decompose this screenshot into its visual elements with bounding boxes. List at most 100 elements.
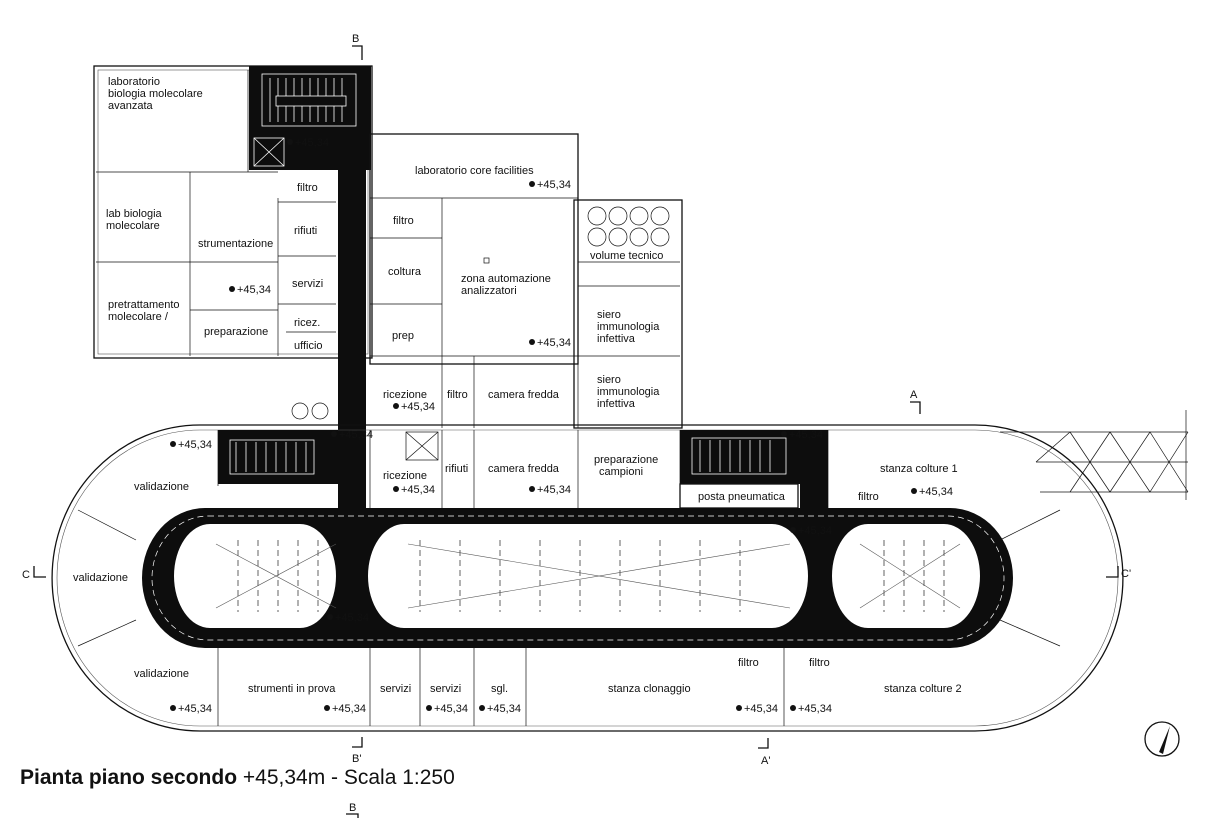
room-lab-bio-mol-avanzata: laboratorio biologia molecolare avanzata [108,76,203,112]
elevation-label: +45,34 [919,486,953,498]
bridge [1000,410,1189,500]
light-well-left [215,540,337,612]
room-strumenti-in-prova: strumenti in prova [248,683,336,695]
room-stanza-colture-1: stanza colture 1 [880,463,958,475]
room-servizi-2: servizi [380,683,411,695]
room-siero-1: siero immunologia infettiva [597,309,660,345]
svg-text:infettiva: infettiva [597,333,636,345]
elevation-label: +45,34 [789,429,823,441]
elevation-label: +45,34 [798,525,832,537]
elevation-label: +45,34 [744,703,778,715]
room-ufficio: ufficio [294,340,323,352]
svg-text:molecolare: molecolare [106,220,160,232]
elevation-label: +45,34 [537,337,571,349]
section-mark-c: C [22,566,46,581]
elevation-dot-icon [479,705,485,711]
elevation-dot-icon [529,181,535,187]
light-well-right [859,540,961,612]
elevation-dot-icon [911,488,917,494]
stair-treads-right [691,437,787,475]
room-stanza-clonaggio: stanza clonaggio [608,683,691,695]
room-pretrattamento: pretrattamento molecolare / [108,299,180,323]
room-sgl: sgl. [491,683,508,695]
room-camera-fredda-2: camera fredda [488,463,560,475]
left-wing-outline-inner [97,69,369,355]
elevation-dot-icon [327,614,333,620]
elevation-dot-icon [781,431,787,437]
room-ricezione-2: ricezione [383,470,427,482]
svg-text:B: B [349,802,356,814]
column [311,402,329,420]
caption-detail: +45,34m - Scala 1:250 [242,766,455,789]
plan-caption: Pianta piano secondo +45,34m - Scala 1:2… [20,766,455,790]
svg-text:lab biologia: lab biologia [106,208,163,220]
room-posta-pneumatica: posta pneumatica [698,491,786,503]
elevation-label: +45,34 [295,137,329,149]
room-validazione-2: validazione [73,572,128,584]
section-mark-b-bottom: B [346,802,359,818]
caption-title: Pianta piano secondo [20,766,238,789]
elevation-label: +45,34 [178,703,212,715]
light-well-center [407,540,791,612]
room-validazione-3: validazione [134,668,189,680]
svg-text:zona automazione: zona automazione [461,273,551,285]
room-rifiuti-2: rifiuti [445,463,468,475]
svg-text:A': A' [761,755,770,767]
svg-text:A: A [910,389,918,401]
room-preparazione: preparazione [204,326,268,338]
north-arrow-icon [1144,721,1180,757]
elevation-label: +45,34 [537,484,571,496]
svg-text:preparazione: preparazione [594,454,658,466]
room-ricezione-1: ricezione [383,389,427,401]
section-mark-a-prime: A' [758,738,770,767]
room-prep: prep [392,330,414,342]
elevation-dot-icon [736,705,742,711]
section-mark-a: A [910,389,921,414]
room-preparazione-campioni: preparazione campioni [594,454,658,478]
svg-text:immunologia: immunologia [597,321,660,333]
elevation-label: +45,34 [332,703,366,715]
room-lab-bio-mol: lab biologia molecolare [106,208,163,232]
svg-text:avanzata: avanzata [108,100,154,112]
stair-treads-top [269,78,347,122]
svg-text:infettiva: infettiva [597,398,636,410]
stair-outline [261,73,357,127]
room-validazione-1: validazione [134,481,189,493]
section-mark-b-top: B [352,33,363,60]
svg-text:laboratorio: laboratorio [108,76,160,88]
corridor-ring [142,508,1013,648]
elevation-dot-icon [393,403,399,409]
elevation-label: +45,34 [335,612,369,624]
section-mark-c-prime: C' [1106,566,1131,580]
svg-text:analizzatori: analizzatori [461,285,517,297]
elevator-mid [405,431,439,461]
elevation-label: +45,34 [401,401,435,413]
elevation-label: +45,34 [434,703,468,715]
room-siero-2: siero immunologia infettiva [597,374,660,410]
elevation-label: +45,34 [798,703,832,715]
elevation-label: +45,34 [487,703,521,715]
right-wing-outline [573,199,683,429]
elevation-dot-icon [529,486,535,492]
elevation-dot-icon [790,705,796,711]
stair-block-left [218,430,338,484]
elevation-dot-icon [287,139,293,145]
room-filtro-2: filtro [393,215,414,227]
elevator-top [253,137,285,167]
elevation-label: +45,34 [339,429,373,441]
elevation-label: +45,34 [178,439,212,451]
elevation-dot-icon [331,431,337,437]
elevation-dot-icon [426,705,432,711]
elevation-dot-icon [229,286,235,292]
stair-treads-left [229,439,315,475]
technical-volume-circles [587,206,670,247]
room-servizi-1: servizi [292,278,323,290]
elevation-dot-icon [529,339,535,345]
room-ricez: ricez. [294,317,320,329]
corridor-dashed-line [151,515,1005,641]
central-corridor [338,168,366,513]
left-wing-outline [93,65,373,359]
corridor-black-right [800,430,828,512]
elevation-label: +45,34 [401,484,435,496]
